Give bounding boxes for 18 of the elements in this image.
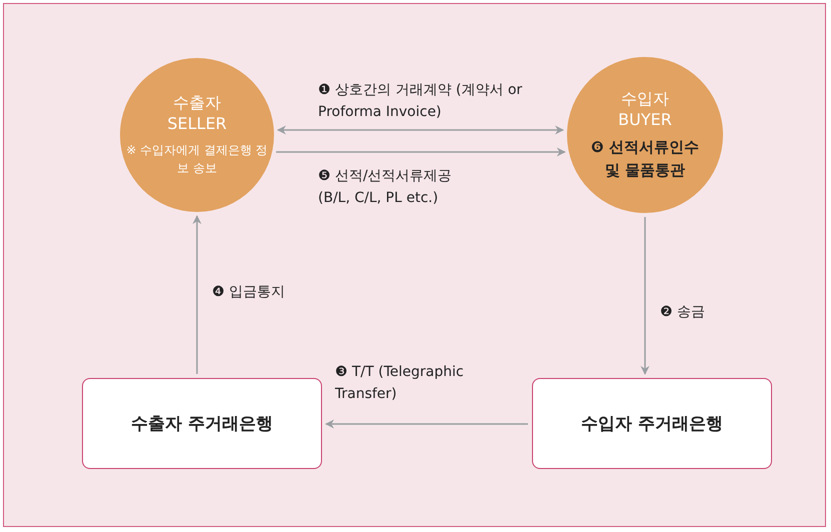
node-note: ※ 수입자에게 결제은행 정보 송보: [125, 142, 269, 177]
edge-label: ❸ T/T (Telegraphic Transfer): [335, 363, 465, 404]
edge-label: ❶ 상호간의 거래계약 (계약서 or Proforma Invoice): [318, 81, 524, 122]
arrow: [640, 217, 650, 375]
edge-label: ❹ 입금통지: [212, 283, 286, 302]
node-title: 수출자 SELLER: [167, 93, 227, 135]
bank-box: [82, 378, 322, 469]
node-title: 수출자 주거래은행: [131, 413, 273, 435]
node-note: ❻ 선적서류인수 및 물품통관: [590, 137, 700, 181]
arrow: [276, 148, 566, 156]
arrow: [192, 215, 202, 374]
bank-box: [532, 378, 772, 469]
node-title: 수입자 주거래은행: [581, 413, 723, 435]
edge-label: ❺ 선적/선적서류제공 (B/L, C/L, PL etc.): [318, 167, 453, 208]
edge-label: ❷ 송금: [660, 303, 706, 322]
node-title: 수입자 BUYER: [618, 88, 672, 130]
arrow: [276, 126, 564, 134]
arrow: [325, 420, 528, 428]
